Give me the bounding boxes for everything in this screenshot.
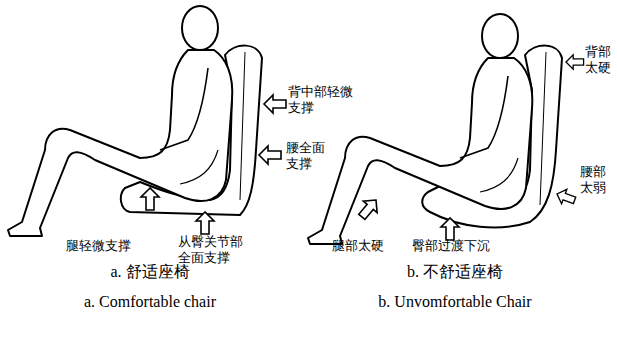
callout-label: 背中部轻微支撑 (288, 84, 354, 117)
callout-label: 从臀关节部全面支撑 (178, 234, 248, 267)
sub-caption: b. Unvomfortable Chair (378, 292, 531, 311)
sub-caption: a. 舒适座椅 (110, 262, 189, 281)
sub-caption: b. 不舒适座椅 (407, 262, 503, 281)
sub-caption: a. Comfortable chair (84, 292, 216, 311)
callout-label: 臀部过渡下沉 (412, 238, 490, 254)
problem-arrows (355, 55, 584, 240)
callout-label: 背部太硬 (585, 44, 613, 77)
seated-person (308, 14, 532, 244)
seated-person (8, 6, 232, 236)
callout-label: 腰全面支撑 (286, 140, 328, 173)
callout-label: 腿轻微支撑 (66, 238, 131, 254)
callout-label: 腰部太弱 (580, 164, 608, 197)
callout-label: 腿部太硬 (332, 238, 384, 254)
support-arrows (141, 95, 286, 234)
